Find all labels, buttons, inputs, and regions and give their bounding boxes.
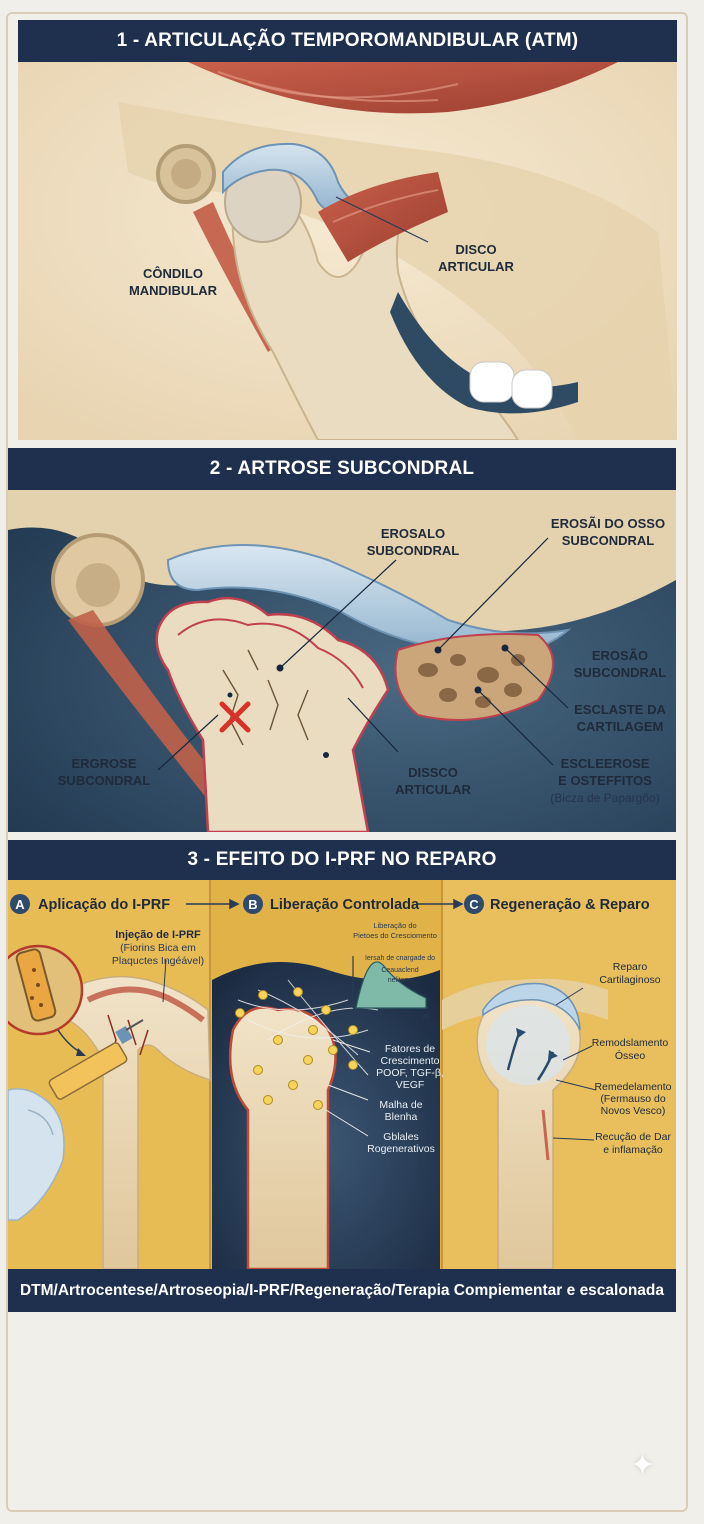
label-erosion-top-1: EROSALO: [381, 526, 445, 541]
label-cells-2: Rogenerativos: [367, 1143, 435, 1155]
chart-axis-right: a6: [422, 1013, 430, 1020]
label-disc-line2: ARTICULAR: [438, 259, 514, 274]
label-sclerosis-1: ESCLEEROSE: [561, 756, 650, 771]
label-mesh-1: Malha de: [379, 1099, 422, 1111]
label-factors-4: VEGF: [396, 1079, 425, 1091]
label-disc-line1: DISCO: [455, 242, 496, 257]
section1-illustration: CÔNDILO MANDIBULAR DISCO ARTICULAR: [18, 62, 677, 440]
chart-sub-3: nelitane: [388, 977, 413, 984]
release-curve: [355, 961, 427, 1009]
label-condyle-line1: CÔNDILO: [143, 266, 203, 281]
step-b-label: Liberação Controlada: [270, 897, 420, 913]
repaired-cartilage: [482, 982, 581, 1031]
section2-banner: 2 - ARTROSE SUBCONDRAL: [8, 448, 676, 490]
label-inj-3: Plaquctes Ingéável): [112, 955, 204, 967]
footer-text: DTM/Artrocentese/Artroseopia/I-PRF/Regen…: [19, 1281, 664, 1299]
eroded-condyle: [155, 596, 390, 832]
chart-sub-1: Iersah de cnargade do: [365, 955, 435, 962]
label-disc-1: DISSCO: [408, 765, 458, 780]
right-arrow-icon: [418, 898, 464, 910]
step-a-letter: A: [15, 897, 25, 912]
label-erosion-bone-2: SUBCONDRAL: [562, 533, 655, 548]
right-arrow-icon: [186, 898, 240, 910]
panel-b: Liberação do Pietoes do Cresciomento Ier…: [212, 921, 444, 1269]
footer-keywords: DTM/Artrocentese/Artroseopia/I-PRF/Regen…: [8, 1269, 676, 1312]
chart-title-2: Pietoes do Cresciomento: [353, 931, 437, 940]
section1-title: 1 - ARTICULAÇÃO TEMPOROMANDIBULAR (ATM): [116, 30, 579, 51]
section3-illustration: A Aplicação do I-PRF B Liberação Control…: [8, 880, 676, 1269]
tooth-1: [469, 361, 515, 403]
label-erosis-left-2: SUBCONDRAL: [58, 773, 151, 788]
section3-title: 3 - EFEITO DO I-PRF NO REPARO: [187, 849, 497, 870]
section3-banner: 3 - EFEITO DO I-PRF NO REPARO: [8, 840, 676, 880]
step-c-label: Regeneração & Reparo: [490, 897, 650, 913]
chart-sub-2: Ceauaclend: [381, 967, 418, 974]
label-erosion-bone-1: EROSÃI DO OSSO: [551, 516, 665, 531]
step-b-header: B Liberação Controlada: [243, 894, 420, 914]
chart-title-1: Liberação do: [373, 921, 416, 930]
label-factors-3: POOF, TGF-β,: [376, 1067, 444, 1079]
label-inj-1: Injeção de I-PRF: [115, 929, 201, 941]
label-inj-2: (Fiorins Bica em: [120, 942, 196, 954]
label-erosis-left-1: ERGROSE: [71, 756, 136, 771]
label-new-3: Novos Vesco): [601, 1105, 666, 1117]
red-x-icon: [219, 701, 251, 733]
chart-axis-left: 3: [370, 1013, 374, 1020]
label-mesh-2: Blenha: [385, 1111, 418, 1123]
label-cart-1: Reparo: [613, 961, 648, 973]
step-c-letter: C: [469, 897, 479, 912]
syringe-icon: [48, 1019, 144, 1100]
label-cartilage-2: CARTILAGEM: [577, 719, 664, 734]
label-pain-2: e inflamação: [603, 1144, 663, 1156]
label-cells-1: Gblales: [383, 1131, 419, 1143]
iprf-svg: A Aplicação do I-PRF B Liberação Control…: [8, 880, 676, 1269]
label-cartilage-1: ESCLASTE DA: [574, 702, 666, 717]
label-erosion-top-2: SUBCONDRAL: [367, 543, 460, 558]
label-factors-1: Fatores de: [385, 1043, 435, 1055]
label-erosion-right-1: EROSÃO: [592, 648, 648, 663]
label-erosion-right-2: SUBCONDRAL: [574, 665, 667, 680]
panel-a: Injeção de I-PRF (Fiorins Bica em Plaquc…: [8, 929, 211, 1269]
gloved-hand: [8, 1088, 65, 1221]
label-sclerosis-2: E OSTEFFITOS: [558, 773, 652, 788]
release-mini-chart: Liberação do Pietoes do Cresciomento Ier…: [352, 921, 437, 1020]
tooth-2: [511, 369, 553, 409]
label-bone-2: Ósseo: [615, 1049, 646, 1062]
step-a-header: A Aplicação do I-PRF: [10, 894, 170, 914]
sparkle-icon: ✦: [630, 1449, 656, 1482]
section2-title: 2 - ARTROSE SUBCONDRAL: [209, 458, 475, 479]
section2-illustration: EROSALO SUBCONDRAL EROSÃI DO OSSO SUBCON…: [8, 490, 676, 832]
label-bone-1: Remodslamento: [592, 1037, 669, 1049]
label-condyle-line2: MANDIBULAR: [129, 283, 218, 298]
section1-banner: 1 - ARTICULAÇÃO TEMPOROMANDIBULAR (ATM): [18, 20, 677, 62]
arthrosis-svg: EROSALO SUBCONDRAL EROSÃI DO OSSO SUBCON…: [8, 490, 676, 832]
label-disc-2: ARTICULAR: [395, 782, 471, 797]
step-c-header: C Regeneração & Reparo: [464, 894, 650, 914]
step-a-label: Aplicação do I-PRF: [38, 897, 170, 913]
label-new-1: Remedelamento: [594, 1081, 671, 1093]
temporal-muscle: [188, 62, 618, 114]
tmj-anatomy-svg: CÔNDILO MANDIBULAR DISCO ARTICULAR: [18, 62, 677, 440]
label-pain-1: Recução de Dar: [595, 1131, 671, 1143]
panel-c: Reparo Cartilaginoso Remodslamento Ósseo…: [442, 961, 672, 1269]
step-b-letter: B: [248, 897, 257, 912]
label-factors-2: Crescimento: [381, 1055, 440, 1067]
label-new-2: (Fermauso do: [600, 1093, 666, 1105]
label-sclerosis-3: (Bicza de Papargõo): [550, 791, 659, 805]
label-cart-2: Cartilaginoso: [599, 974, 660, 986]
